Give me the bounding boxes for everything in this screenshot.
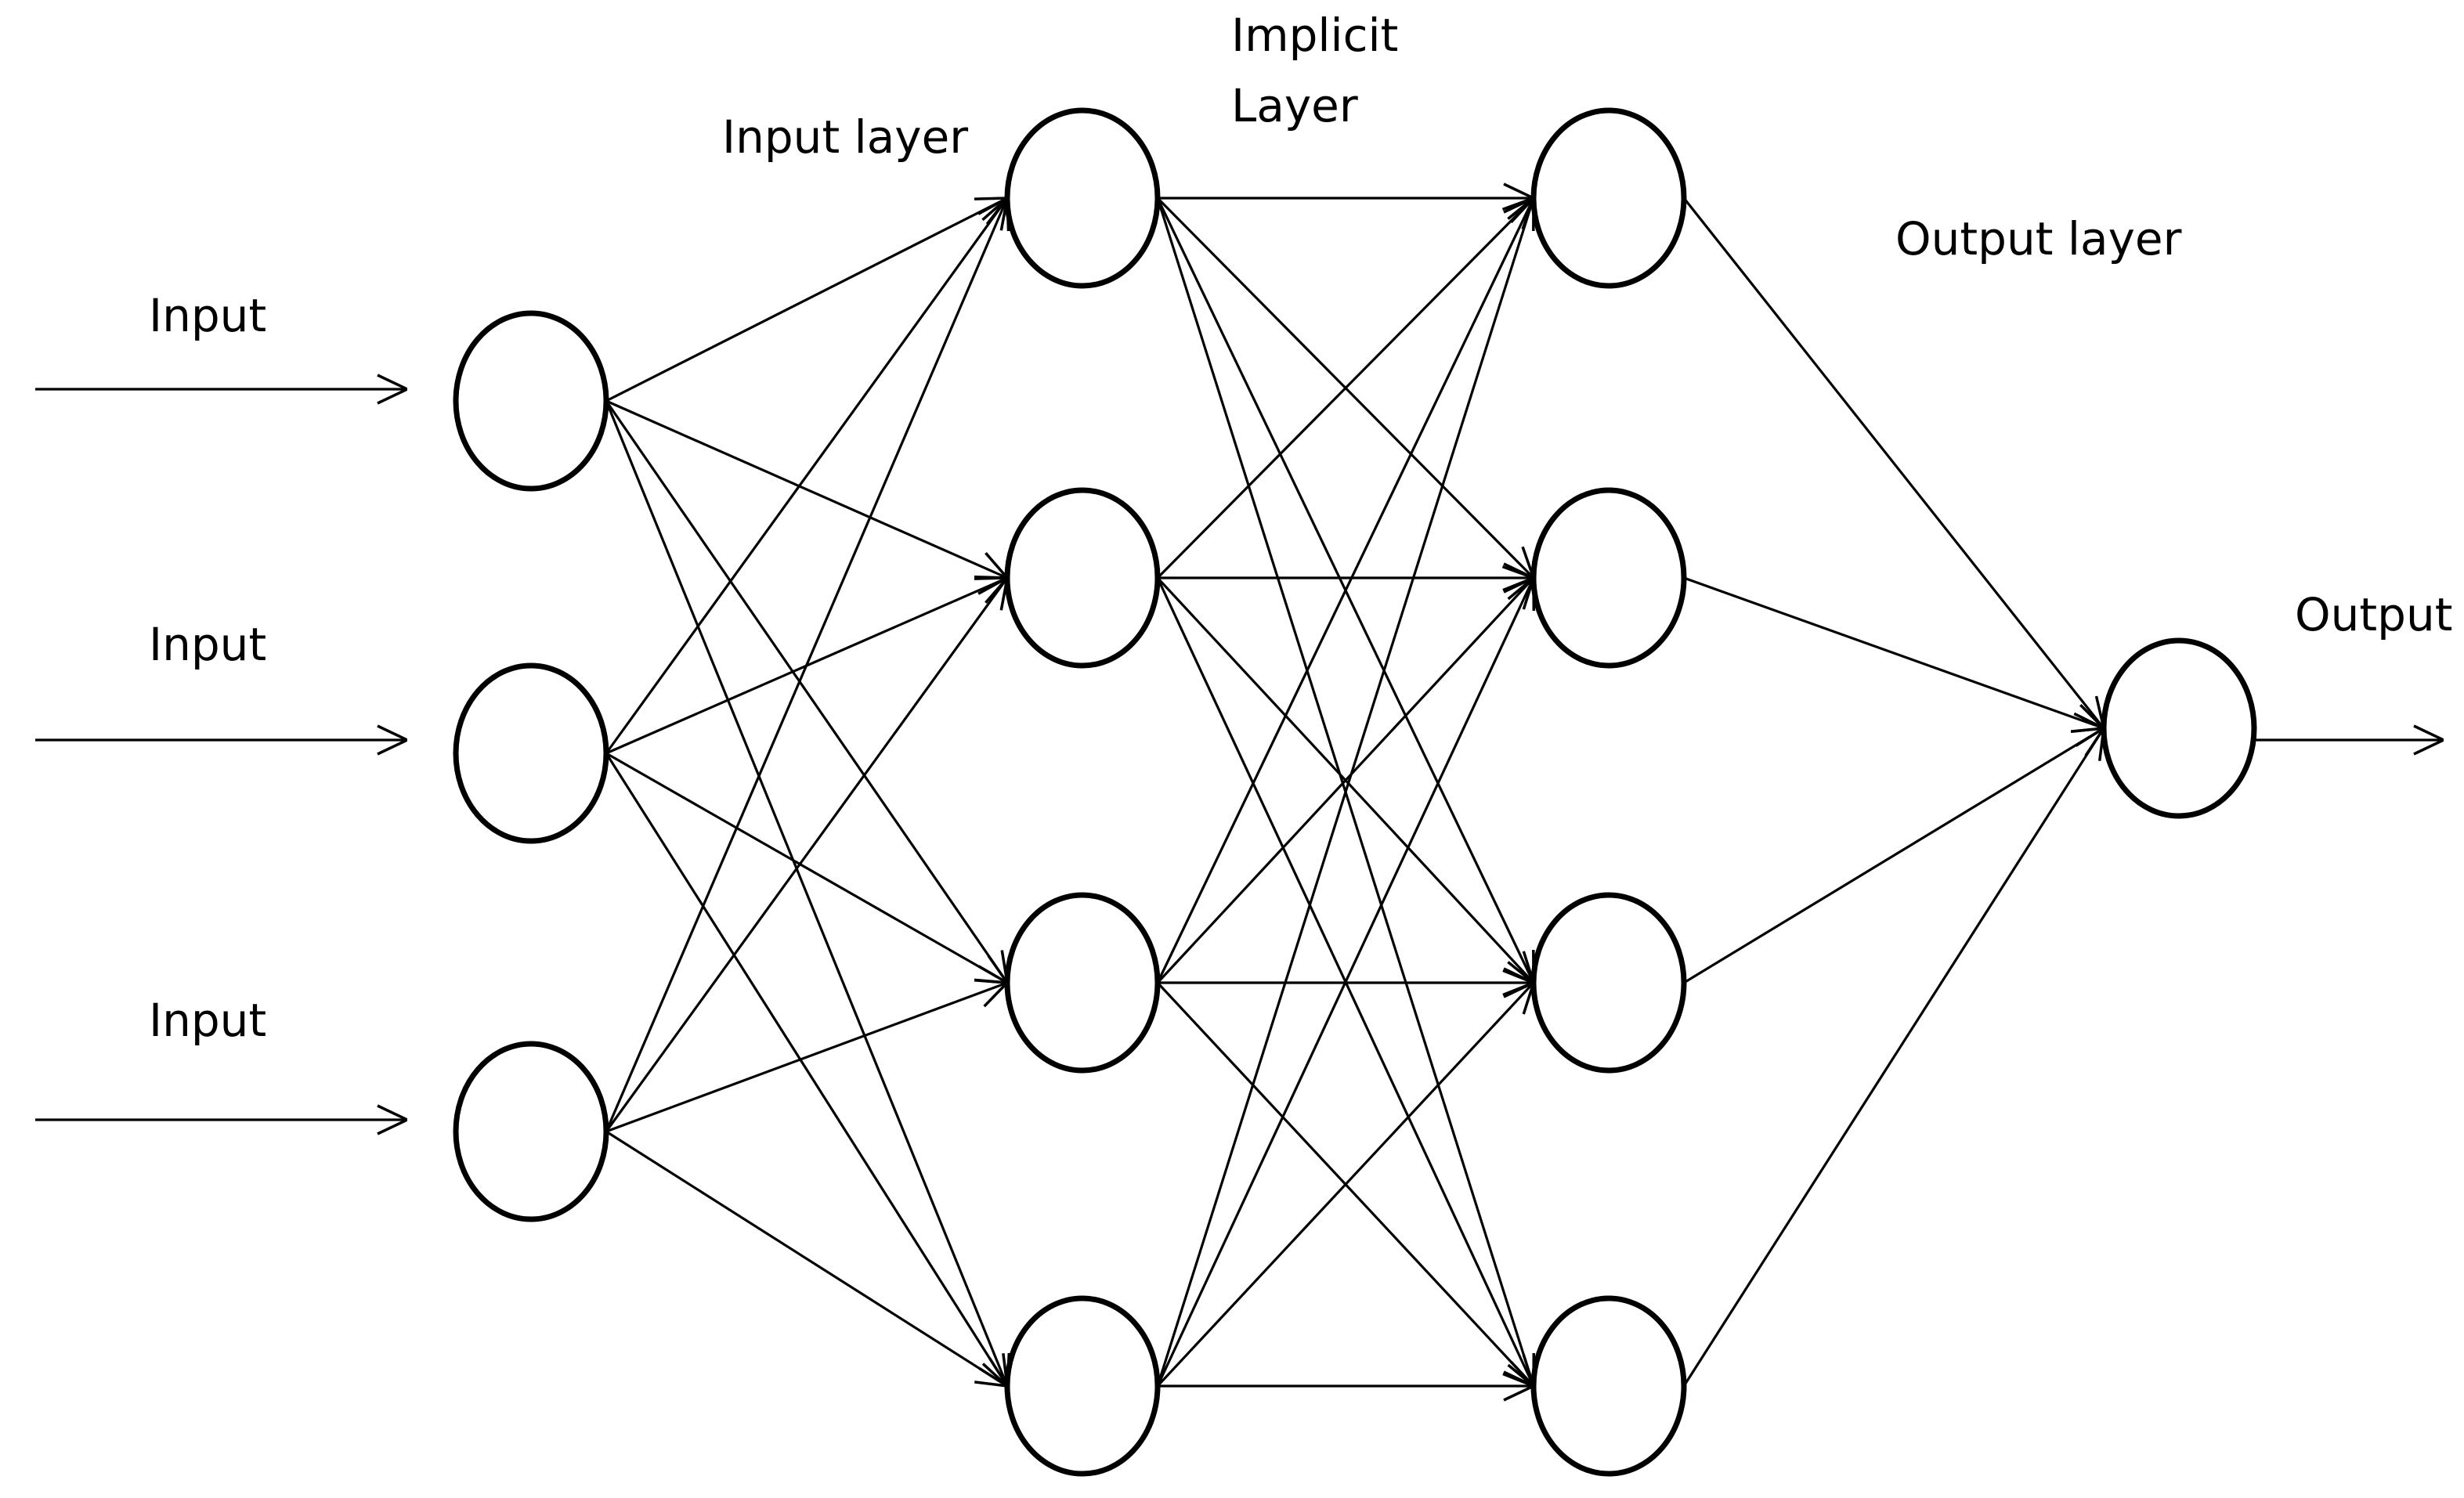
connection-l1n1-l2n4 [605,400,1007,1386]
connection-l3n3-l4n1 [1683,728,2104,984]
neuron-layer2-2 [1004,487,1161,669]
neuron-layer3-3 [1530,892,1687,1074]
connection-l1n3-l2n3 [605,983,1007,1133]
neuron-layer2-1 [1004,107,1161,289]
input-label-2: Input [149,618,266,671]
neuron-layer1-1 [453,310,609,492]
connection-l2n3-l3n2 [1156,578,1534,984]
neuron-layer3-4 [1530,1295,1687,1477]
connection-l1n1-l2n1 [605,198,1007,402]
connection-l2n3-l3n1 [1156,198,1534,984]
neuron-layer3-1 [1530,107,1687,289]
connection-l3n4-l4n1 [1682,728,2104,1387]
io-arrows [35,389,2444,1120]
input-label-1: Input [149,289,266,342]
neuron-layer4-1 [2101,637,2257,819]
connection-l1n3-l2n4 [605,1130,1007,1386]
connection-l1n3-l2n2 [605,578,1007,1132]
neuron-layer1-2 [453,662,609,844]
connection-l1n2-l2n4 [605,753,1007,1386]
connections [605,197,2104,1388]
connection-l1n2-l2n1 [605,198,1007,754]
neuron-layer3-2 [1530,487,1687,669]
neuron-layer2-4 [1004,1295,1161,1477]
connection-l1n1-l2n3 [605,400,1007,983]
connection-l2n2-l3n1 [1156,198,1534,579]
implicit-layer-label-line1: Implicit [1231,9,1398,62]
connection-l3n1-l4n1 [1682,197,2104,728]
connection-l2n4-l3n2 [1156,578,1534,1387]
connection-l1n1-l2n2 [605,399,1007,578]
output-layer-label: Output layer [1895,212,2182,265]
connection-l2n4-l3n3 [1156,983,1534,1388]
neuron-layer2-3 [1004,892,1161,1074]
connection-l3n2-l4n1 [1683,576,2104,728]
neuron-layer1-3 [453,1041,609,1222]
input-label-3: Input [149,994,266,1047]
connection-l1n3-l2n1 [605,198,1007,1132]
labels: Input Input Input Input layer Implicit L… [149,9,2452,1047]
connection-l1n2-l2n3 [605,752,1007,983]
neurons [453,107,2257,1477]
output-label: Output [2295,588,2452,641]
connection-l2n4-l3n1 [1156,198,1534,1387]
implicit-layer-label-line2: Layer [1231,79,1358,132]
input-layer-label: Input layer [722,110,968,164]
